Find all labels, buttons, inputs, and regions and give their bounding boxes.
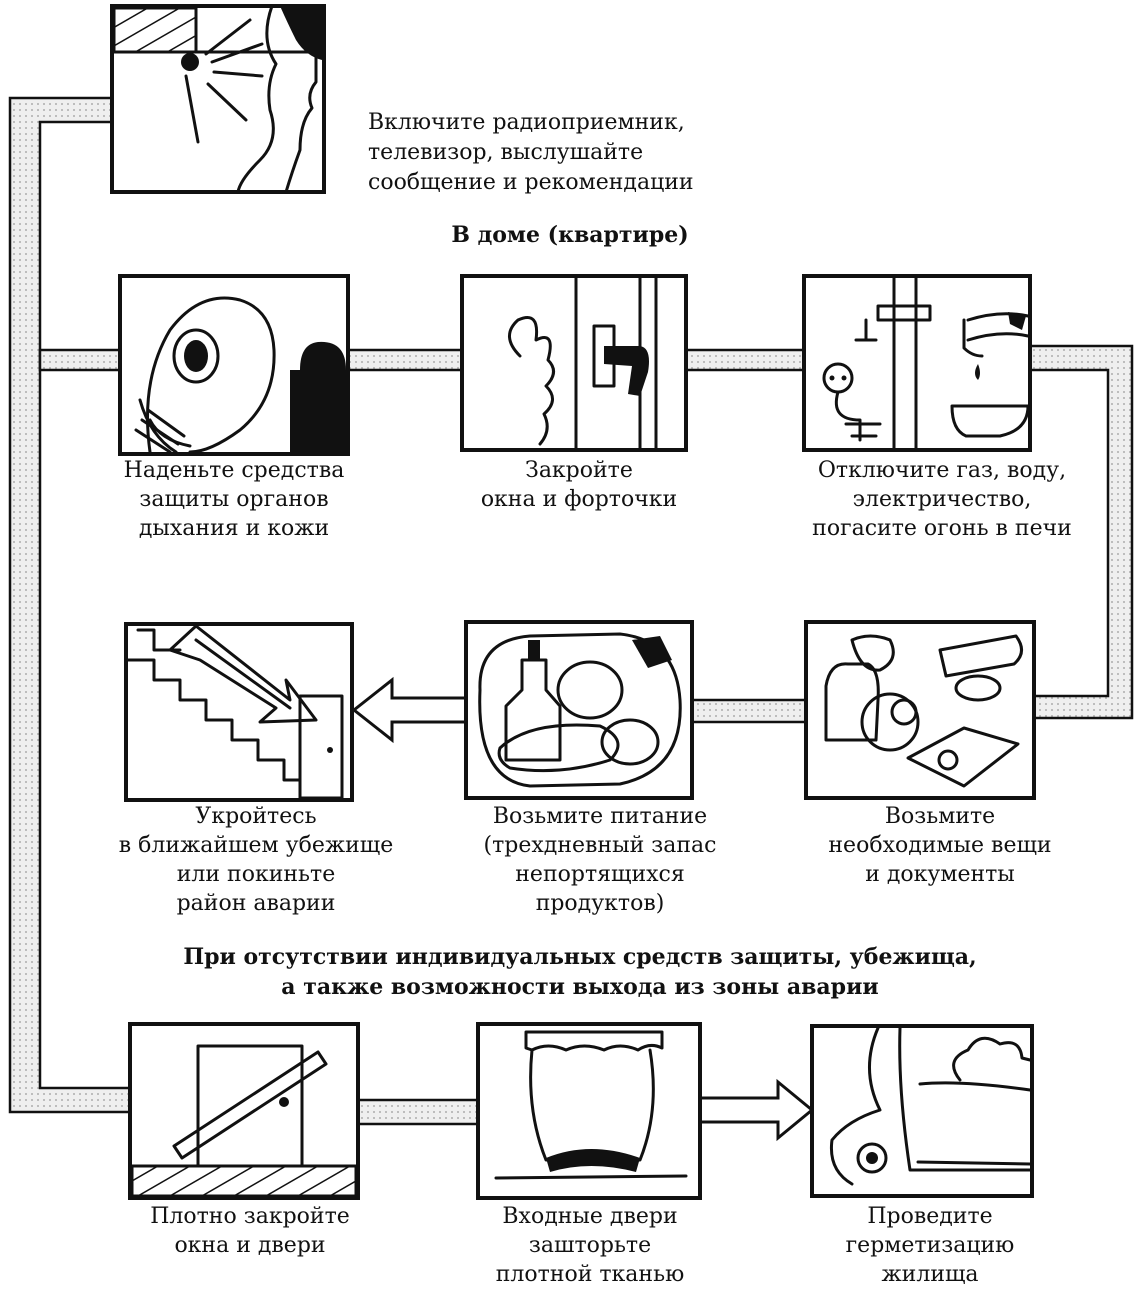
belongings-documents-icon	[804, 620, 1036, 800]
arrow-to-sealing	[698, 1078, 815, 1142]
shelter-stairs-icon	[124, 622, 354, 802]
step-caption-cloth-door: Входные двери зашторьте плотной тканью	[495, 1204, 685, 1287]
utilities-shutoff-icon	[802, 274, 1032, 452]
step-caption-utilities: Отключите газ, воду, электричество, пога…	[812, 458, 1072, 541]
step-caption-shelter: Укройтесь в ближайшем убежище или покинь…	[118, 804, 394, 916]
step-caption-food: Возьмите питание (трехдневный запас непо…	[483, 804, 717, 916]
connector-home-1-2	[346, 348, 464, 372]
connector-row2-3-2	[690, 698, 808, 724]
section-title-no-protection: При отсутствии индивидуальных средств за…	[183, 944, 977, 1000]
connector-bottom-1-2	[356, 1098, 480, 1126]
food-supply-icon	[464, 620, 694, 800]
flow-arrows	[351, 676, 815, 1142]
connector-home-row	[38, 348, 122, 372]
intro-caption: Включите радиоприемник, телевизор, выслу…	[368, 110, 694, 195]
step-caption-belongings: Возьмите необходимые вещи и документы	[828, 804, 1052, 887]
radio-tv-listener-icon	[110, 4, 326, 194]
step-caption-windows: Закройте окна и форточки	[480, 458, 678, 512]
barred-door-icon	[128, 1022, 360, 1200]
step-caption-gas-mask: Наденьте средства защиты органов дыхания…	[123, 458, 345, 541]
window-latch-icon	[460, 274, 688, 452]
section-title-home: В доме (квартире)	[451, 222, 689, 248]
connector-home-2-3	[684, 348, 806, 372]
step-caption-sealing: Проведите герметизацию жилища	[845, 1204, 1015, 1287]
sealed-window-icon	[810, 1024, 1034, 1198]
arrow-to-shelter	[351, 676, 470, 744]
step-caption-barred-door: Плотно закройте окна и двери	[150, 1204, 350, 1258]
gas-mask-icon	[118, 274, 350, 456]
cloth-covered-door-icon	[476, 1022, 702, 1200]
